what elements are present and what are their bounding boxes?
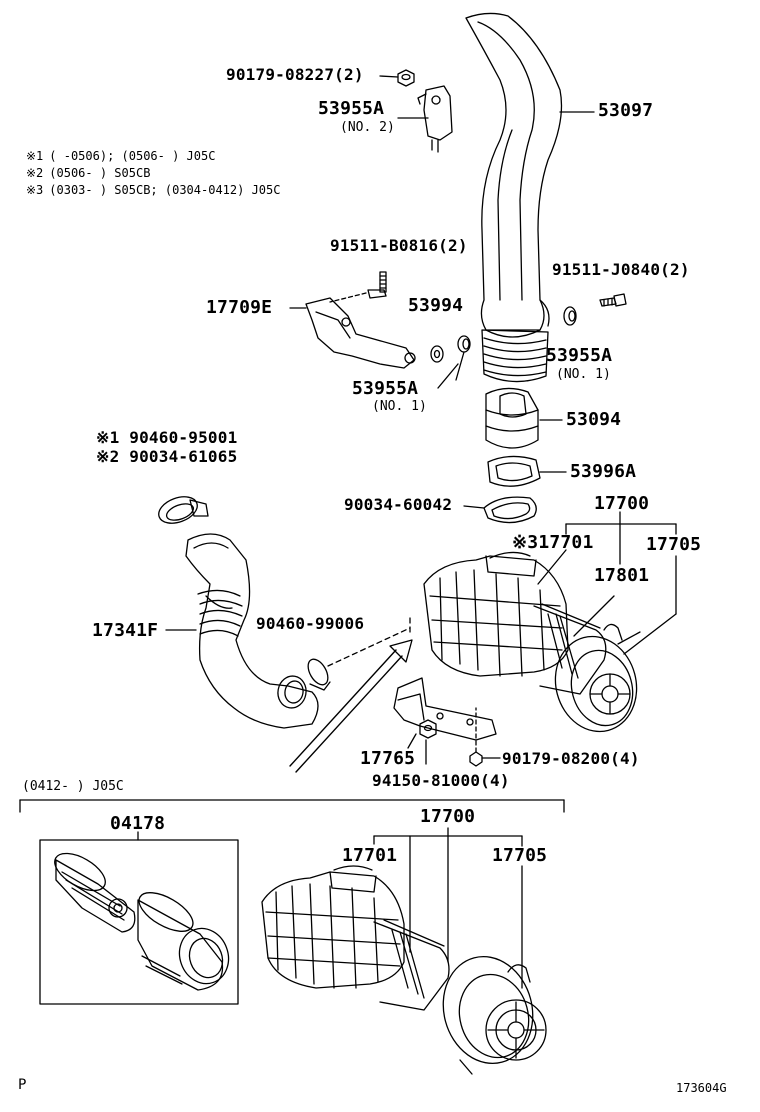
cap-53094 bbox=[485, 387, 539, 449]
label-17705-top: 17705 bbox=[646, 534, 702, 555]
bracket-17709e bbox=[305, 297, 416, 369]
label-91511-j0840: 91511-J0840(2) bbox=[552, 260, 690, 279]
label-17705-bottom: 17705 bbox=[492, 845, 548, 866]
label-p: P bbox=[18, 1077, 27, 1093]
grommets bbox=[430, 306, 577, 363]
label-53094: 53094 bbox=[566, 409, 622, 430]
label-17341f: 17341F bbox=[92, 620, 159, 641]
label-90460-99006: 90460-99006 bbox=[256, 614, 365, 633]
bracket-17765 bbox=[393, 677, 497, 741]
label-17700-top: 17700 bbox=[594, 493, 650, 514]
label-53955a-no2-sub: (NO. 2) bbox=[340, 120, 395, 135]
label-range-0412: (0412- ) J05C bbox=[22, 779, 124, 794]
label-17701-bottom: 17701 bbox=[342, 845, 398, 866]
clamp-90034-60042 bbox=[483, 496, 537, 524]
label-17709e: 17709E bbox=[206, 297, 273, 318]
label-90034-61065: ※2 90034-61065 bbox=[96, 447, 238, 466]
bolt-91511-b0816 bbox=[329, 271, 387, 303]
hose-clamp-90460-95001 bbox=[158, 496, 209, 524]
filter-element-04178 bbox=[54, 852, 230, 991]
label-90034-60042: 90034-60042 bbox=[344, 495, 453, 514]
leader-lines bbox=[165, 75, 677, 765]
label-53097: 53097 bbox=[598, 100, 654, 121]
note-3: ※3(0303- ) S05CB; (0304-0412) J05C bbox=[26, 183, 281, 197]
label-17700-bottom: 17700 bbox=[420, 806, 476, 827]
label-53955a-no1-left-sub: (NO. 1) bbox=[372, 399, 427, 414]
label-94150-81000: 94150-81000(4) bbox=[372, 771, 510, 790]
note-2: ※2(0506- ) S05CB bbox=[26, 166, 151, 180]
nut-90179-08200 bbox=[469, 707, 483, 767]
intake-pipe-53097 bbox=[465, 12, 563, 383]
label-04178: 04178 bbox=[110, 813, 166, 834]
label-53996a: 53996A bbox=[570, 461, 637, 482]
label-53955a-no1-right-sub: (NO. 1) bbox=[556, 367, 611, 382]
clamp-90460-99006 bbox=[307, 627, 411, 691]
label-17765: 17765 bbox=[360, 748, 416, 769]
label-53955a-no1-right: 53955A bbox=[546, 345, 613, 366]
note-1: ※1( -0506); (0506- ) J05C bbox=[26, 149, 216, 163]
bolt-91511-j0840 bbox=[599, 293, 627, 307]
label-91511-b0816: 91511-B0816(2) bbox=[330, 236, 468, 255]
nut-90179-08227 bbox=[397, 69, 415, 87]
air-cleaner-bottom bbox=[261, 865, 547, 1075]
diagram-code: 173604G bbox=[676, 1081, 727, 1095]
label-53955a-no2: 53955A bbox=[318, 98, 385, 119]
nut-94150-81000 bbox=[419, 719, 437, 739]
hose-17341f bbox=[185, 533, 319, 729]
label-90179-08200: 90179-08200(4) bbox=[502, 749, 640, 768]
label-17701-top: ※317701 bbox=[512, 532, 594, 553]
gasket-53996a bbox=[487, 455, 541, 487]
lower-frame bbox=[19, 799, 565, 1005]
label-53994: 53994 bbox=[408, 295, 464, 316]
label-17801: 17801 bbox=[594, 565, 650, 586]
label-90460-95001: ※1 90460-95001 bbox=[96, 428, 238, 447]
direction-arrow bbox=[289, 639, 413, 773]
bracket-53955a-no2 bbox=[417, 85, 453, 153]
label-53955a-no1-left: 53955A bbox=[352, 378, 419, 399]
label-90179-08227: 90179-08227(2) bbox=[226, 65, 364, 84]
air-cleaner-top bbox=[423, 551, 641, 733]
